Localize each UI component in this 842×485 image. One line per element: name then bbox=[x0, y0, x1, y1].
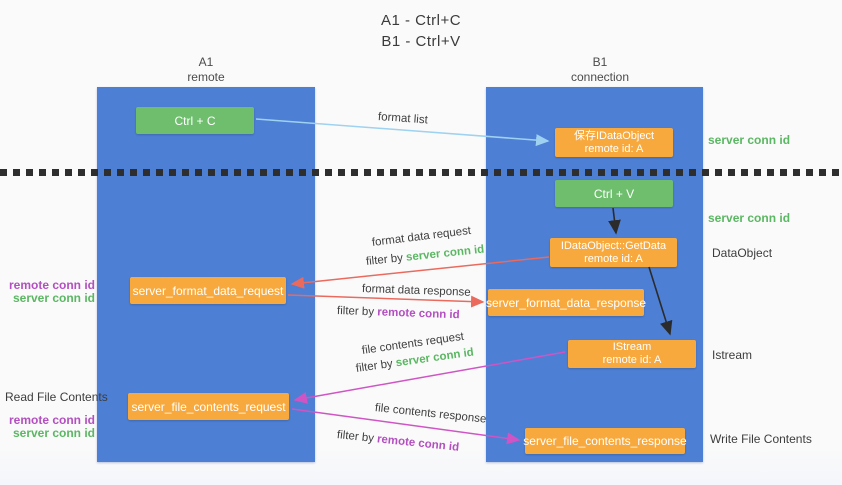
file-contents-response-label: file contents response bbox=[374, 402, 487, 426]
node-server-file-contents-response: server_file_contents_response bbox=[523, 428, 687, 454]
server-conn-id-label-file: server conn id bbox=[12, 426, 95, 440]
filter-by-remote-conn-id-label-1: filter by remote conn id bbox=[337, 305, 460, 321]
filter-value-server: server conn id bbox=[405, 243, 485, 264]
node-istream-line1: IStream bbox=[612, 341, 652, 353]
title-line-2: B1 - Ctrl+V bbox=[381, 33, 461, 50]
server-conn-id-label-top: server conn id bbox=[708, 133, 791, 147]
node-format-request-label: server_format_data_request bbox=[132, 283, 284, 298]
node-ctrl-v: Ctrl + V bbox=[555, 180, 673, 207]
dataobject-label: DataObject bbox=[712, 246, 773, 260]
filter-value-remote: remote conn id bbox=[377, 306, 460, 322]
node-ctrl-v-label: Ctrl + V bbox=[593, 186, 635, 201]
node-server-format-data-request: server_format_data_request bbox=[130, 277, 286, 304]
format-data-response-label: format data response bbox=[361, 283, 471, 299]
node-ctrl-c-label: Ctrl + C bbox=[174, 113, 216, 128]
node-idataobject-getdata: IDataObject::GetData remote id: A bbox=[550, 238, 677, 267]
server-conn-id-label-mid: server conn id bbox=[708, 211, 791, 225]
node-format-response-label: server_format_data_response bbox=[485, 295, 647, 310]
node-file-response-label: server_file_contents_response bbox=[523, 434, 687, 448]
filter-prefix: filter by bbox=[355, 357, 397, 375]
column-a1-subtitle: remote bbox=[187, 70, 225, 84]
node-file-request-label: server_file_contents_request bbox=[131, 399, 286, 414]
file-request-conn-ids: remote conn id server conn id bbox=[5, 414, 95, 440]
node-istream-line2: remote id: A bbox=[602, 354, 662, 366]
dotted-separator-line bbox=[0, 169, 842, 176]
column-header-a1: A1 remote bbox=[136, 55, 276, 85]
column-b1-name: B1 bbox=[592, 55, 608, 69]
read-file-contents-label-wrap: Read File Contents bbox=[5, 390, 108, 404]
read-file-contents-label: Read File Contents bbox=[5, 390, 108, 404]
node-save-idataobject-line1: 保存IDataObject bbox=[573, 129, 655, 142]
remote-conn-id-label-file: remote conn id bbox=[8, 413, 95, 427]
server-conn-id-label-format: server conn id bbox=[12, 291, 95, 305]
node-save-idataobject-line2: remote id: A bbox=[584, 142, 644, 155]
format-request-conn-ids: remote conn id server conn id bbox=[5, 279, 95, 305]
node-save-idataobject: 保存IDataObject remote id: A bbox=[555, 128, 673, 157]
write-file-contents-label: Write File Contents bbox=[710, 432, 812, 446]
column-a1-name: A1 bbox=[198, 55, 214, 69]
node-getdata-line2: remote id: A bbox=[584, 252, 643, 265]
filter-prefix: filter by bbox=[336, 429, 378, 446]
format-list-label: format list bbox=[377, 111, 429, 127]
node-istream: IStream remote id: A bbox=[568, 340, 696, 368]
node-server-file-contents-request: server_file_contents_request bbox=[128, 393, 289, 420]
node-ctrl-c: Ctrl + C bbox=[136, 107, 254, 134]
filter-prefix: filter by bbox=[336, 305, 378, 319]
title-line-1: A1 - Ctrl+C bbox=[380, 12, 462, 29]
filter-by-remote-conn-id-label-2: filter by remote conn id bbox=[336, 429, 459, 454]
diagram-title: A1 - Ctrl+C B1 - Ctrl+V bbox=[0, 10, 842, 52]
filter-value-remote: remote conn id bbox=[376, 433, 460, 454]
istream-side-label: Istream bbox=[712, 348, 753, 362]
node-getdata-line1: IDataObject::GetData bbox=[560, 239, 667, 252]
column-header-b1: B1 connection bbox=[530, 55, 670, 85]
filter-prefix: filter by bbox=[365, 251, 407, 268]
column-b1-subtitle: connection bbox=[570, 70, 630, 84]
node-server-format-data-response: server_format_data_response bbox=[485, 289, 647, 316]
remote-conn-id-label-format: remote conn id bbox=[8, 278, 95, 292]
